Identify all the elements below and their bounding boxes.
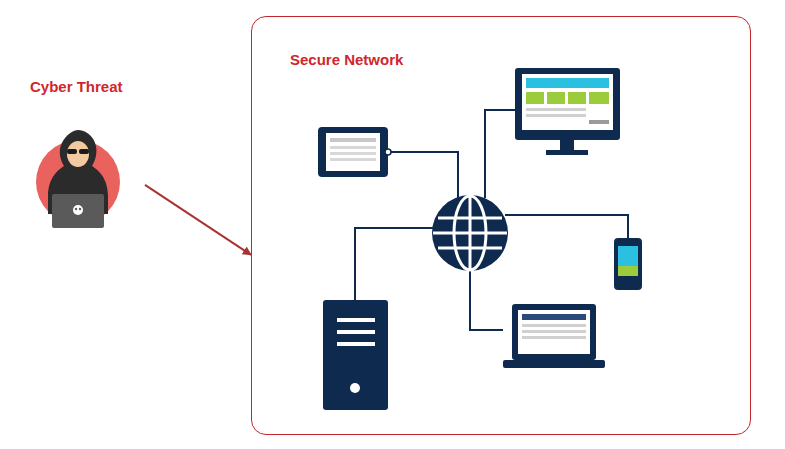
node-heading: Secure Network	[290, 51, 403, 68]
monitor-icon	[515, 68, 620, 155]
globe-icon	[432, 195, 508, 271]
server-icon	[323, 300, 388, 410]
threat-actor: Cyber Threat	[25, 76, 145, 236]
attack-arrow	[145, 185, 251, 255]
hacker-icon	[36, 130, 120, 228]
laptop-icon	[503, 304, 605, 368]
phone-icon	[614, 238, 642, 290]
tablet-icon	[318, 127, 391, 177]
node-heading: Cyber Threat	[30, 78, 123, 95]
network-boundary: Secure Network	[251, 16, 751, 435]
network-wires	[355, 110, 628, 330]
